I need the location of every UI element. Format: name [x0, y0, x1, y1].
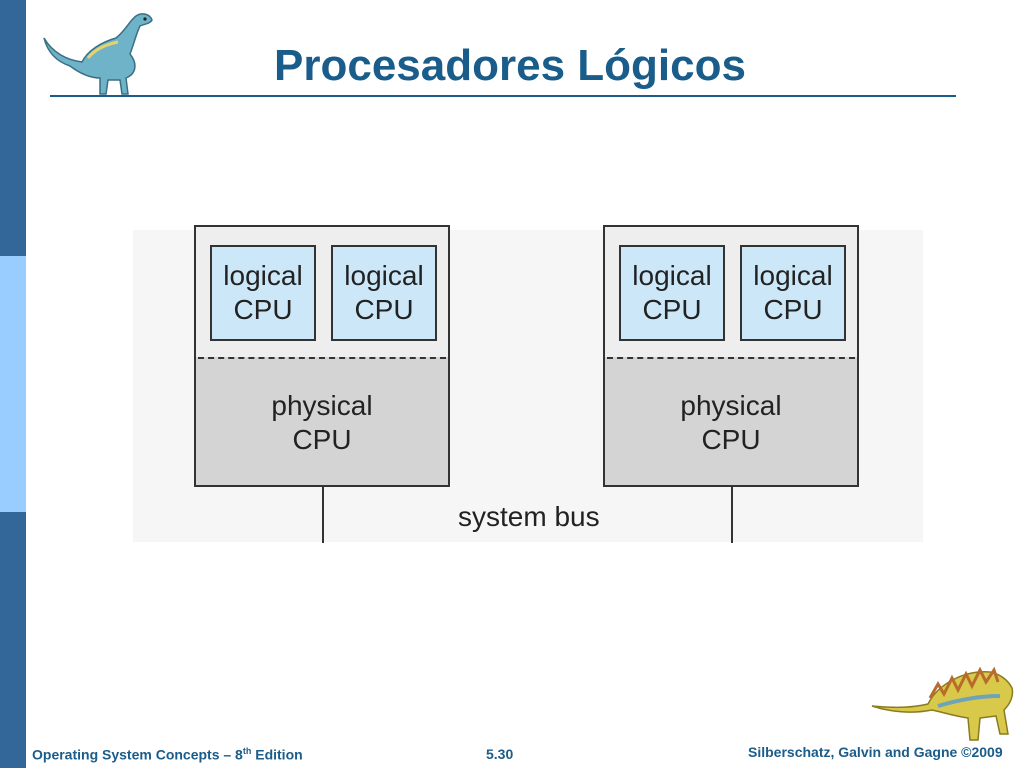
dinosaur-stegosaurus-icon	[871, 666, 1014, 741]
slide-title: Procesadores Lógicos	[274, 41, 746, 90]
physical-cpu-line1: physical	[680, 390, 782, 421]
processor-chip-1: logical CPU logical CPU physical CPU	[194, 225, 450, 487]
logical-cpu-box: logical CPU	[210, 245, 316, 341]
logical-cpu-sublabel: CPU	[642, 294, 702, 325]
footer-book-suffix: Edition	[251, 746, 303, 763]
footer-page-number: 5.30	[486, 746, 514, 762]
footer-book-title: Operating System Concepts – 8th Edition	[32, 746, 303, 763]
dinosaur-logo-icon	[43, 13, 153, 95]
logical-cpu-label: logical	[344, 260, 424, 291]
left-sidebar-accent	[0, 256, 26, 512]
title-divider	[50, 95, 956, 97]
logical-cpu-label: logical	[632, 260, 712, 291]
dashed-separator	[607, 357, 855, 359]
logical-cpu-box: logical CPU	[331, 245, 437, 341]
logical-cpu-box: logical CPU	[740, 245, 846, 341]
logical-cpu-sublabel: CPU	[233, 294, 293, 325]
physical-cpu-line1: physical	[271, 390, 373, 421]
footer-authors: Silberschatz, Galvin and Gagne ©2009	[748, 744, 1003, 760]
processor-chip-2: logical CPU logical CPU physical CPU	[603, 225, 859, 487]
logical-cpu-label: logical	[753, 260, 833, 291]
system-bus-label: system bus	[458, 501, 600, 532]
logical-cpu-sublabel: CPU	[763, 294, 823, 325]
footer-book-sup: th	[242, 746, 252, 756]
logical-cpu-box: logical CPU	[619, 245, 725, 341]
footer-book-prefix: Operating System Concepts – 8	[32, 746, 243, 763]
logical-cpu-sublabel: CPU	[354, 294, 414, 325]
dashed-separator	[198, 357, 446, 359]
physical-cpu-line2: CPU	[701, 424, 761, 455]
physical-cpu-line2: CPU	[292, 424, 352, 455]
physical-cpu-label: physical CPU	[196, 389, 448, 457]
logical-cpu-label: logical	[223, 260, 303, 291]
physical-cpu-label: physical CPU	[605, 389, 857, 457]
bus-connector-1	[322, 487, 324, 543]
bus-connector-2	[731, 487, 733, 543]
